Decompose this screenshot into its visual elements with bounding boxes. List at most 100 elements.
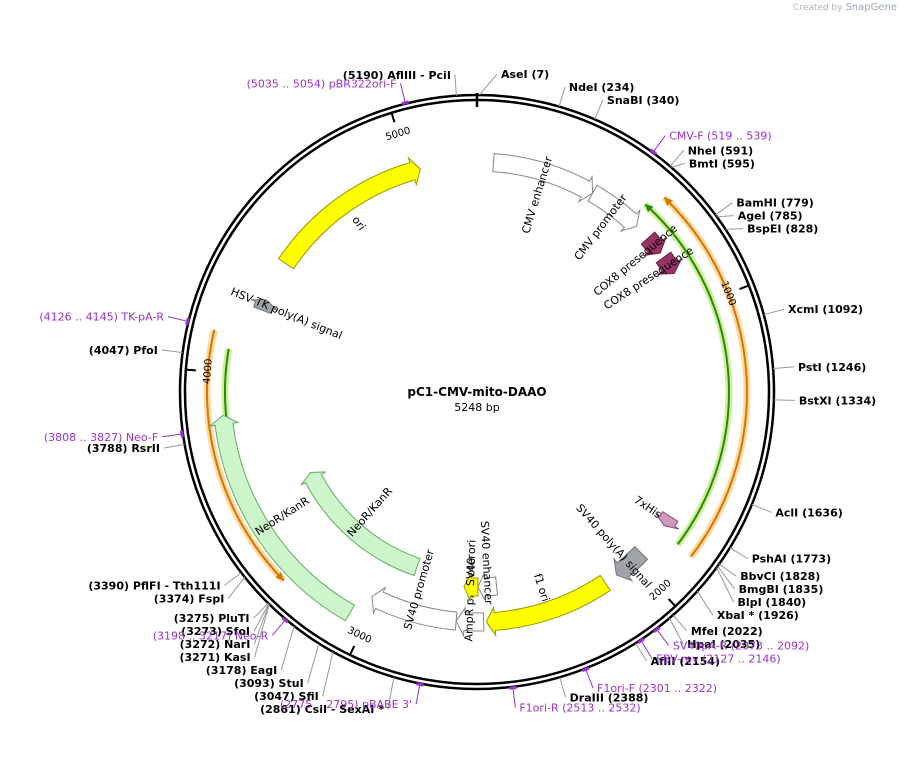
feature-label: 7xHis <box>631 493 664 521</box>
site-label: BmgBI (1835) <box>739 583 824 596</box>
site-leader <box>227 576 246 599</box>
site-leader <box>729 547 749 560</box>
site-label: NdeI (234) <box>569 81 634 94</box>
site-label: (3788) RsrII <box>87 442 160 455</box>
site-label: AclI (1636) <box>775 506 842 519</box>
site-label: (3273) SfoI <box>181 625 250 638</box>
tick-label: 3000 <box>345 625 373 646</box>
credit-prefix: Created by <box>793 3 843 13</box>
primer-mark <box>401 100 410 106</box>
primer-label: SV40pA-R (2073 .. 2092) <box>673 640 809 653</box>
site-leader <box>773 399 795 401</box>
site-leader <box>716 215 734 218</box>
site-leader <box>672 614 688 632</box>
site-leader <box>387 677 395 710</box>
site-label: DraIII (2388) <box>570 691 649 704</box>
primer-mark <box>649 148 658 156</box>
primer-leader <box>271 618 287 636</box>
feature-label: ori <box>349 214 368 233</box>
primer-label: (4126 .. 4145) TK-pA-R <box>39 311 164 324</box>
site-label: (3272) NarI <box>180 638 251 651</box>
primer-label: CMV-F (519 .. 539) <box>669 130 771 143</box>
primer-mark <box>281 616 289 624</box>
primer-label: (5035 .. 5054) pBR322ori-F <box>247 77 397 90</box>
site-label: AgeI (785) <box>738 210 803 223</box>
site-label: PshAI (1773) <box>752 553 831 566</box>
site-label: BmtI (595) <box>689 157 755 170</box>
site-label: (3047) SfiI <box>254 690 319 703</box>
site-leader <box>763 308 785 316</box>
site-leader <box>161 349 183 354</box>
feature-sv40-promoter <box>371 586 458 631</box>
tick-label: 4000 <box>202 358 215 384</box>
site-leader <box>716 567 734 603</box>
feature-label: SV40 ori <box>464 540 478 587</box>
primer-mark <box>637 637 645 644</box>
site-label: (3374) FspI <box>154 592 225 605</box>
site-label: BspEI (828) <box>747 223 818 236</box>
feature-label: HSV TK poly(A) signal <box>229 285 344 342</box>
site-leader <box>224 572 242 586</box>
site-label: NheI (591) <box>688 144 753 157</box>
primer-mark <box>509 685 517 690</box>
site-label: MfeI (2022) <box>691 625 763 638</box>
tick-mark <box>349 645 356 656</box>
site-leader <box>669 150 685 167</box>
primer-label: (3198 .. 3217) Neo-R <box>153 629 269 642</box>
snapgene-logo: SnapGene <box>845 2 897 13</box>
feature-label: f1 ori <box>531 572 552 603</box>
site-label: (4047) PfoI <box>89 344 158 357</box>
site-leader <box>163 443 185 449</box>
tick-mark <box>667 598 677 607</box>
primer-label: (2775 .. 2795) pBABE 3' <box>280 698 412 711</box>
site-leader <box>454 74 457 96</box>
feature-label: SV40 poly(A) signal <box>573 502 654 591</box>
site-leader <box>253 603 270 632</box>
primer-leader <box>652 135 666 153</box>
tick-mark <box>739 284 750 291</box>
primer-mark <box>581 666 590 673</box>
primer-label: EBV-rev (2127 .. 2146) <box>656 653 781 666</box>
plasmid-length: 5248 bp <box>454 401 499 414</box>
primer-label: F1ori-R (2513 .. 2532) <box>519 702 640 715</box>
site-leader <box>715 202 733 216</box>
site-leader <box>253 603 270 645</box>
site-leader <box>696 590 714 616</box>
orf-arc <box>644 203 730 546</box>
primer-leader <box>640 639 653 659</box>
primer-leader <box>415 683 421 705</box>
primer-leader <box>584 668 594 689</box>
site-label: AseI (7) <box>501 68 549 81</box>
site-label: BstXI (1334) <box>799 394 876 407</box>
feature-cmv-enhancer <box>492 153 594 203</box>
site-label: (3275) PluTI <box>174 612 250 625</box>
feature-7xhis <box>655 510 680 530</box>
site-label: (2861) CsiI - SexAI * <box>260 703 384 716</box>
site-leader <box>670 162 685 168</box>
plasmid-name: pC1-CMV-mito-DAAO <box>407 385 546 399</box>
primer-mark <box>416 682 424 687</box>
primer-leader <box>162 433 184 438</box>
site-label: (5190) AflIII - PciI <box>343 69 451 82</box>
site-label: (3390) PflFI - Tth111I <box>88 579 220 592</box>
site-leader <box>479 73 498 96</box>
site-label: (3093) StuI <box>234 677 304 690</box>
site-label: AflII (2154) <box>651 655 720 668</box>
orf-arrowhead <box>664 197 673 206</box>
site-leader <box>669 617 684 645</box>
site-leader <box>254 604 270 658</box>
site-label: SnaBI (340) <box>607 94 680 107</box>
feature-sv40-poly-a-signal <box>613 546 649 582</box>
site-leader <box>773 366 795 370</box>
primer-sites: (5035 .. 5054) pBR322ori-F (4126 .. 4145)… <box>39 77 809 714</box>
site-leader <box>558 86 566 107</box>
tick-mark <box>185 368 196 372</box>
site-label: HpaI (2035) <box>687 638 760 651</box>
site-leader <box>253 602 269 619</box>
primer-leader <box>655 628 670 646</box>
primer-mark <box>653 626 661 633</box>
primer-leader <box>399 83 407 104</box>
primer-leader <box>512 686 516 708</box>
site-leader <box>717 565 736 590</box>
feature-ampr-promoter <box>455 605 485 638</box>
